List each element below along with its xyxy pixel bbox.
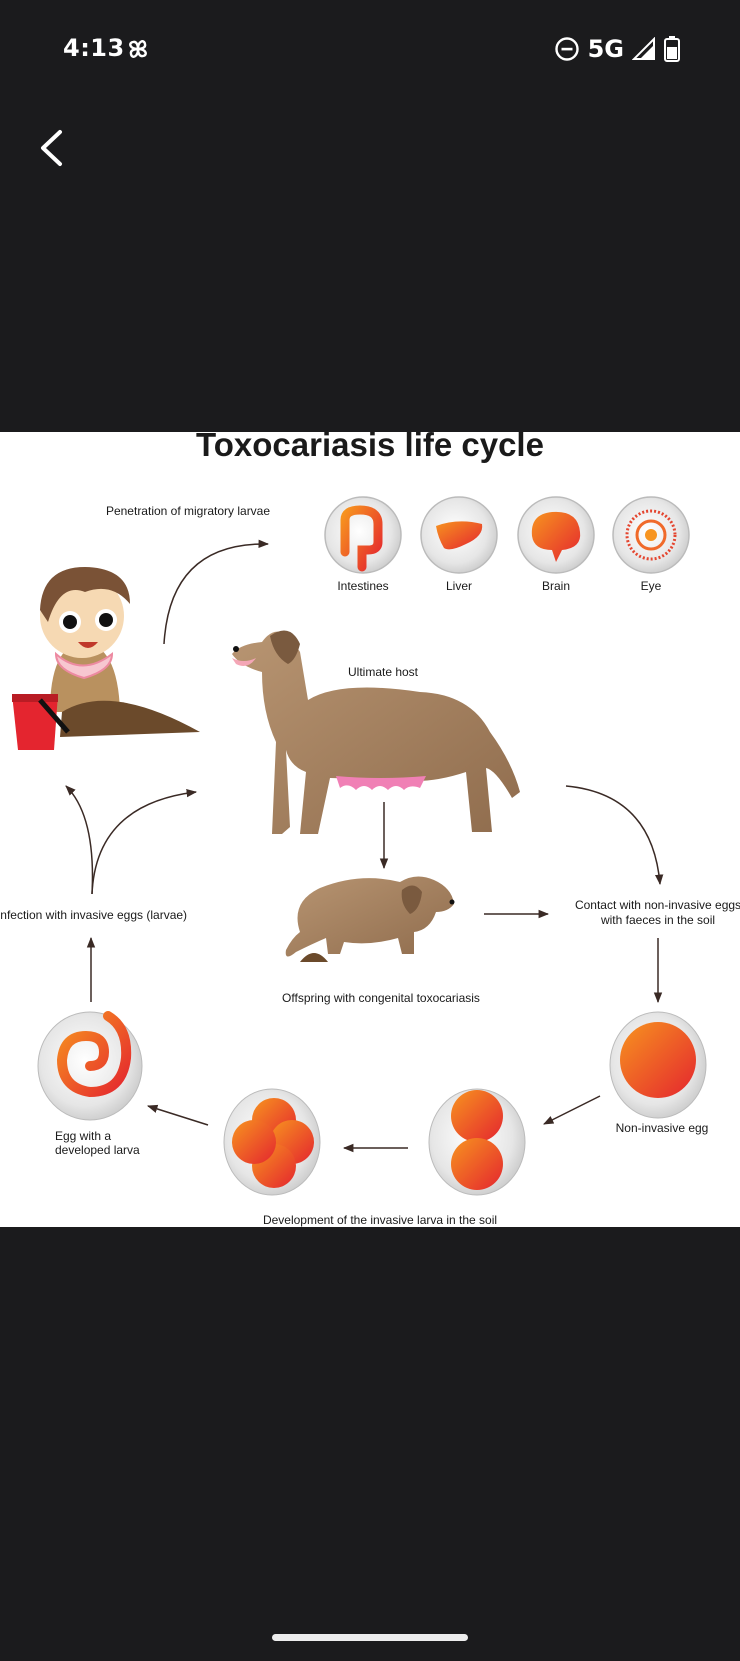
battery-icon	[664, 36, 680, 62]
label-egg-larva-line2: developed larva	[55, 1143, 140, 1157]
organ-label-brain: Brain	[542, 579, 570, 593]
do-not-disturb-icon	[554, 37, 579, 61]
back-button[interactable]	[30, 120, 80, 174]
organ-label-liver: Liver	[446, 579, 472, 593]
arrow-infection-to-child-left	[65, 785, 94, 895]
image-viewer[interactable]: Toxocariasis life cycle Penetration of m…	[0, 432, 740, 1227]
arrow-child-to-penetration	[163, 539, 270, 645]
child-illustration	[12, 567, 200, 750]
eye-icon	[625, 509, 677, 561]
brain-icon	[531, 511, 581, 562]
arrow-host-to-contact	[565, 785, 664, 886]
non-invasive-egg	[609, 1011, 707, 1119]
larva-egg	[37, 1011, 143, 1121]
organ-brain	[517, 496, 595, 574]
label-infection: Infection with invasive eggs (larvae)	[0, 908, 187, 922]
organ-eye	[612, 496, 690, 574]
label-penetration: Penetration of migratory larvae	[106, 504, 270, 518]
status-bar: 4:13 5G	[0, 0, 740, 100]
dog-illustration	[232, 630, 520, 834]
multi-cell-egg	[223, 1088, 321, 1196]
label-development: Development of the invasive larva in the…	[263, 1213, 497, 1227]
chevron-left-icon	[41, 130, 62, 166]
status-right-group: 5G	[554, 34, 680, 64]
organ-label-intestines: Intestines	[337, 579, 388, 593]
label-non-invasive-egg: Non-invasive egg	[616, 1121, 709, 1135]
network-type: 5G	[587, 35, 624, 63]
liver-icon	[436, 521, 483, 550]
larva-spiral-icon	[56, 1011, 132, 1098]
arrow-multi-cell-to-larva-egg	[146, 1104, 209, 1126]
arrow-egg-to-two-cell	[543, 1095, 601, 1125]
organ-liver	[420, 496, 498, 574]
status-time: 4:13	[63, 34, 125, 62]
pinwheel-icon	[129, 40, 147, 58]
label-contact-line1: Contact with non-invasive eggs	[575, 898, 740, 912]
two-cell-egg	[428, 1088, 526, 1196]
intestines-icon	[340, 505, 383, 572]
life-cycle-diagram: Toxocariasis life cycle Penetration of m…	[0, 432, 740, 1227]
label-offspring: Offspring with congenital toxocariasis	[282, 991, 480, 1005]
diagram-title: Toxocariasis life cycle	[196, 432, 544, 463]
puppy-illustration	[285, 876, 455, 962]
label-contact-line2: with faeces in the soil	[600, 913, 715, 927]
signal-icon	[632, 37, 655, 60]
organ-intestines	[324, 496, 402, 574]
label-ultimate-host: Ultimate host	[348, 665, 419, 679]
organ-label-eye: Eye	[641, 579, 662, 593]
label-egg-larva-line1: Egg with a	[55, 1129, 111, 1143]
arrow-infection-to-child-right	[91, 788, 198, 895]
home-indicator[interactable]	[272, 1634, 468, 1641]
